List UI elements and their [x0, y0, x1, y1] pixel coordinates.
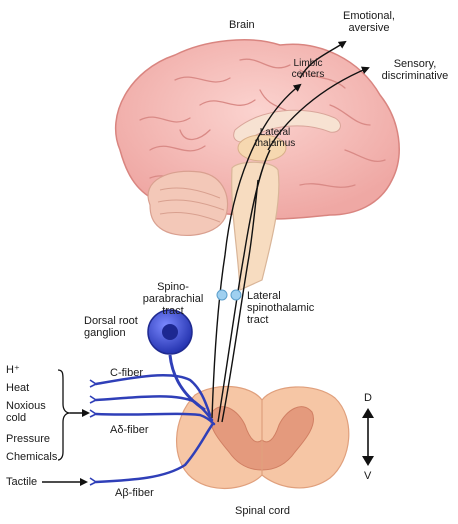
dorsal-ventral-axis — [362, 408, 374, 466]
limbic-line1: Limbic — [286, 58, 330, 69]
a-beta-fiber-label: Aβ-fiber — [115, 487, 154, 499]
noxious-cold-label: Noxious cold — [6, 400, 46, 424]
lateral-thalamus-label: Lateral thalamus — [250, 127, 300, 149]
c-fiber-label: C-fiber — [110, 367, 143, 379]
noxious-line1: Noxious — [6, 400, 46, 412]
limbic-centers-label: Limbic centers — [286, 58, 330, 80]
spinothalamic-dot — [231, 290, 241, 300]
drg-line1: Dorsal root — [84, 315, 138, 327]
limbic-line2: centers — [286, 69, 330, 80]
sensory-discriminative-label: Sensory, discriminative — [372, 58, 458, 82]
dorsal-label: D — [364, 392, 372, 404]
lateral-tract-line3: tract — [247, 314, 314, 326]
lateral-thalamus-line2: thalamus — [250, 138, 300, 149]
dorsal-root-ganglion-label: Dorsal root ganglion — [84, 315, 138, 339]
lateral-spinothalamic-tract-label: Lateral spinothalamic tract — [247, 290, 314, 326]
stimuli-bracket — [58, 370, 70, 460]
brainstem — [232, 162, 279, 290]
sensory-line1: Sensory, — [372, 58, 458, 70]
brain-label: Brain — [229, 19, 255, 31]
spino-line1: Spino- — [138, 281, 208, 293]
ventral-label: V — [364, 470, 371, 482]
receptor-endings — [90, 380, 96, 485]
spino-line3: tract — [138, 305, 208, 317]
spino-line2: parabrachial — [138, 293, 208, 305]
spinal-cord-label: Spinal cord — [235, 505, 290, 517]
noxious-line2: cold — [6, 412, 46, 424]
tactile-label: Tactile — [6, 476, 37, 488]
lateral-tract-line2: spinothalamic — [247, 302, 314, 314]
pressure-label: Pressure — [6, 433, 50, 445]
emotional-line2: aversive — [333, 22, 405, 34]
spinal-cord-section — [177, 386, 349, 488]
heat-label: Heat — [6, 382, 29, 394]
drg-line2: ganglion — [84, 327, 138, 339]
h-plus-label: H⁺ — [6, 364, 20, 376]
sensory-line2: discriminative — [372, 70, 458, 82]
emotional-line1: Emotional, — [333, 10, 405, 22]
emotional-aversive-label: Emotional, aversive — [333, 10, 405, 34]
chemicals-label: Chemicals — [6, 451, 57, 463]
lateral-tract-line1: Lateral — [247, 290, 314, 302]
lateral-thalamus-line1: Lateral — [250, 127, 300, 138]
a-delta-fiber-label: Aδ-fiber — [110, 424, 149, 436]
spinoparabrachial-dot — [217, 290, 227, 300]
spinoparabrachial-tract-label: Spino- parabrachial tract — [138, 281, 208, 317]
cerebellum — [148, 171, 228, 235]
